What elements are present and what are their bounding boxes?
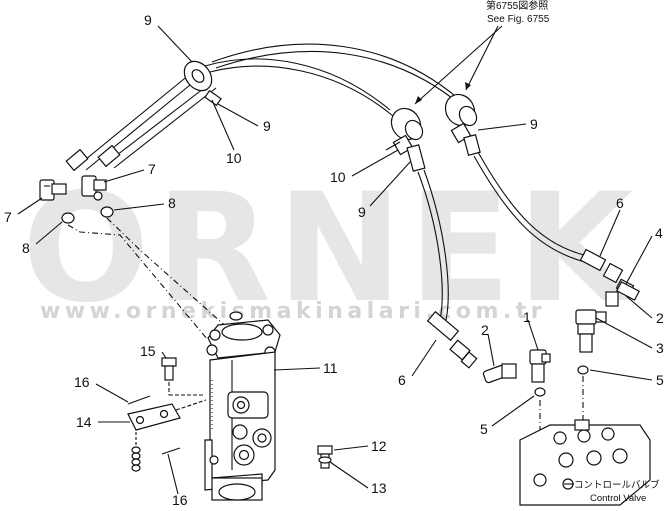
callout-10-center: 10 — [330, 169, 346, 185]
callout-9-top: 9 — [144, 12, 152, 28]
pipe-nut-right — [97, 144, 121, 168]
check-valve-right — [444, 93, 481, 156]
callout-8-right: 8 — [168, 195, 176, 211]
reference-japanese: 第6755図参照 — [486, 0, 548, 12]
pin-16-top — [127, 395, 151, 405]
callout-5-right: 5 — [656, 372, 664, 388]
elbow-fitting-3 — [575, 309, 607, 353]
bracket-14 — [127, 403, 181, 431]
bolt-15 — [161, 357, 177, 381]
elbow-fitting-1 — [529, 349, 551, 383]
pipe-assembly-top-left — [65, 43, 463, 172]
leader-reference-1 — [465, 25, 499, 91]
control-valve-block — [519, 419, 651, 506]
callout-10-left: 10 — [226, 150, 242, 166]
callout-11: 11 — [323, 360, 338, 376]
hose-fitting-right — [579, 248, 607, 272]
callout-7-left: 7 — [4, 209, 12, 225]
arrow-reference-2 — [415, 96, 422, 104]
callout-16-bottom: 16 — [172, 492, 188, 508]
watermark-url: www.ornekismakinalari.com.tr — [40, 299, 546, 324]
check-valve-center — [385, 107, 426, 172]
callout-12: 12 — [371, 438, 387, 454]
leader-reference-2 — [414, 25, 503, 105]
washer-13 — [318, 456, 332, 464]
callout-13: 13 — [371, 480, 387, 496]
reference-english: See Fig. 6755 — [487, 14, 550, 25]
callouts: 9 9 10 7 7 8 8 10 9 9 6 4 2 3 5 1 2 6 5 … — [4, 12, 664, 508]
callout-1: 1 — [523, 309, 531, 325]
arrow-reference-1 — [465, 82, 471, 90]
callout-5-bottom: 5 — [480, 421, 488, 437]
elbow-fitting-2-center — [482, 363, 517, 384]
leader-lines — [17, 25, 653, 495]
watermark: ORNEK www.ornekismakinalari.com.tr — [22, 162, 639, 336]
clamp-bolt — [204, 89, 222, 107]
elbow-2-right-arm — [616, 281, 640, 301]
callout-2-right: 2 — [656, 310, 664, 326]
callout-9-center: 9 — [358, 204, 366, 220]
hose-fitting-bottom — [426, 310, 478, 369]
callout-3: 3 — [656, 340, 664, 356]
callout-7-right: 7 — [148, 161, 156, 177]
callout-16-top: 16 — [74, 374, 90, 390]
hose-nut-right — [602, 262, 624, 284]
spring — [131, 446, 141, 472]
elbow-fitting-right — [81, 175, 107, 201]
watermark-brand: ORNEK — [22, 162, 639, 336]
o-ring-5-bottom — [534, 387, 546, 397]
pin-16-bottom — [161, 447, 181, 455]
callout-15: 15 — [140, 343, 156, 359]
o-ring-right — [100, 206, 114, 218]
elbow-2-right-body — [605, 291, 619, 307]
control-valve-japanese: コントロールバルブ — [574, 479, 660, 491]
o-ring-left — [61, 212, 75, 224]
assembly-guide-right — [106, 217, 231, 331]
elbow-fitting-left — [39, 179, 67, 201]
callout-4: 4 — [655, 225, 663, 241]
assembly-guide-left — [67, 224, 209, 341]
callout-8-left: 8 — [22, 240, 30, 256]
callout-9-mid: 9 — [263, 118, 271, 134]
callout-2-center: 2 — [481, 322, 489, 338]
pipe-nut-left — [65, 148, 89, 172]
callout-6-bottom: 6 — [398, 372, 406, 388]
control-valve-english: Control Valve — [590, 493, 646, 504]
o-ring-5-right — [577, 365, 589, 375]
callout-6-top: 6 — [616, 195, 624, 211]
callout-9-right: 9 — [530, 116, 538, 132]
callout-14: 14 — [76, 414, 92, 430]
main-valve-assembly — [204, 311, 281, 501]
